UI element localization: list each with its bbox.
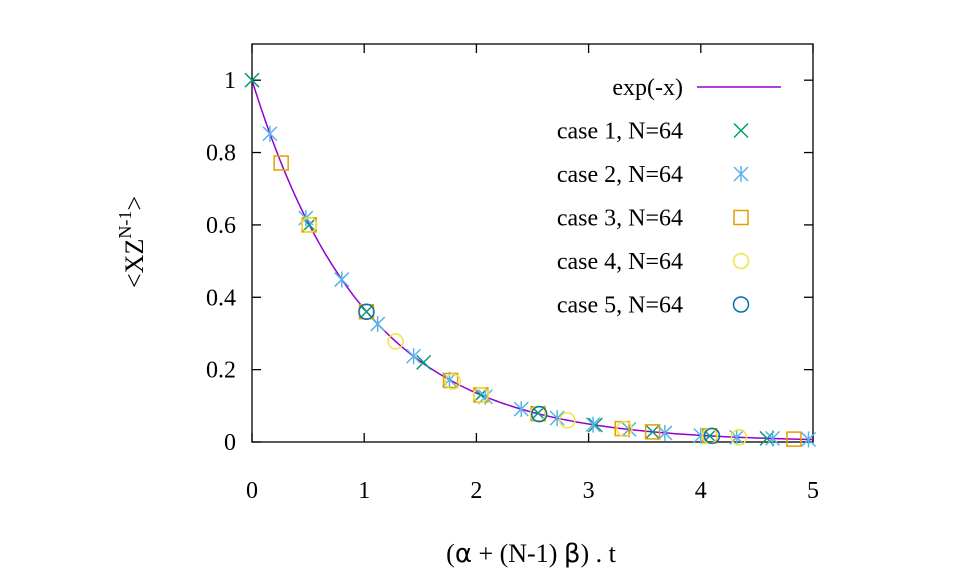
data-point	[759, 430, 775, 446]
legend-marker	[733, 122, 749, 139]
x-tick-label: 2	[470, 478, 482, 504]
y-tick-label: 0.8	[206, 141, 236, 167]
data-point	[644, 424, 661, 440]
data-point	[703, 427, 721, 445]
y-tick-label: 0	[224, 430, 236, 456]
data-point	[244, 72, 260, 88]
legend-label-curve: exp(-x)	[612, 75, 683, 101]
series-2	[262, 125, 817, 448]
x-tick-label: 3	[583, 478, 595, 504]
data-point	[300, 216, 318, 234]
data-point	[616, 420, 633, 438]
data-point	[800, 431, 817, 448]
data-point	[530, 405, 548, 423]
exp-curve	[251, 79, 814, 441]
data-point	[645, 424, 661, 440]
data-point	[786, 431, 802, 447]
legend-marker	[732, 296, 750, 313]
series-1	[244, 72, 775, 446]
legend: exp(-x) case 1, N=64 case 2, N=64 case 3, N…	[557, 75, 781, 319]
data-point	[765, 430, 781, 447]
data-point	[273, 155, 289, 171]
data-point	[513, 401, 529, 418]
data-point	[358, 303, 375, 320]
data-point	[472, 386, 490, 404]
data-point	[587, 417, 603, 433]
data-layer	[244, 72, 817, 448]
x-tick-label: 0	[246, 478, 258, 504]
legend-label: case 3, N=64	[557, 206, 683, 232]
legend-label: case 5, N=64	[557, 293, 683, 319]
data-point	[262, 125, 278, 142]
data-point	[416, 354, 432, 370]
y-tick-label: 1	[224, 68, 236, 94]
series-4	[300, 216, 748, 446]
axis-ticks: 0 1 2 3 4 5 0 0.2 0.4 0.6 0.8 1	[206, 44, 819, 504]
data-point	[406, 348, 422, 365]
data-point	[358, 304, 374, 320]
x-tick-label: 4	[695, 478, 707, 504]
data-point	[549, 410, 565, 427]
data-point	[585, 416, 601, 433]
y-axis-label: <XZN-1>	[115, 196, 149, 288]
y-tick-label: 0.2	[206, 358, 236, 384]
y-tick-label: 0.6	[206, 213, 236, 239]
x-axis-label: (α + (N-1) β) . t	[446, 539, 616, 569]
legend-marker	[733, 209, 749, 226]
data-point	[730, 429, 748, 446]
legend-label: case 1, N=64	[557, 119, 683, 145]
series-3	[273, 155, 802, 447]
plot-frame	[251, 43, 814, 443]
data-point	[442, 372, 459, 389]
legend-marker	[732, 252, 750, 270]
legend-marker	[733, 166, 749, 182]
x-tick-label: 5	[807, 478, 819, 504]
data-point	[444, 373, 462, 390]
series-5	[358, 303, 721, 445]
y-tick-label: 0.4	[206, 285, 236, 311]
legend-label: case 2, N=64	[557, 162, 683, 188]
data-point	[387, 333, 404, 350]
x-tick-label: 1	[358, 478, 370, 504]
data-point	[334, 271, 350, 288]
plot-area	[251, 43, 814, 443]
data-point	[729, 429, 745, 446]
data-point	[559, 412, 576, 429]
legend-label: case 4, N=64	[557, 249, 683, 275]
